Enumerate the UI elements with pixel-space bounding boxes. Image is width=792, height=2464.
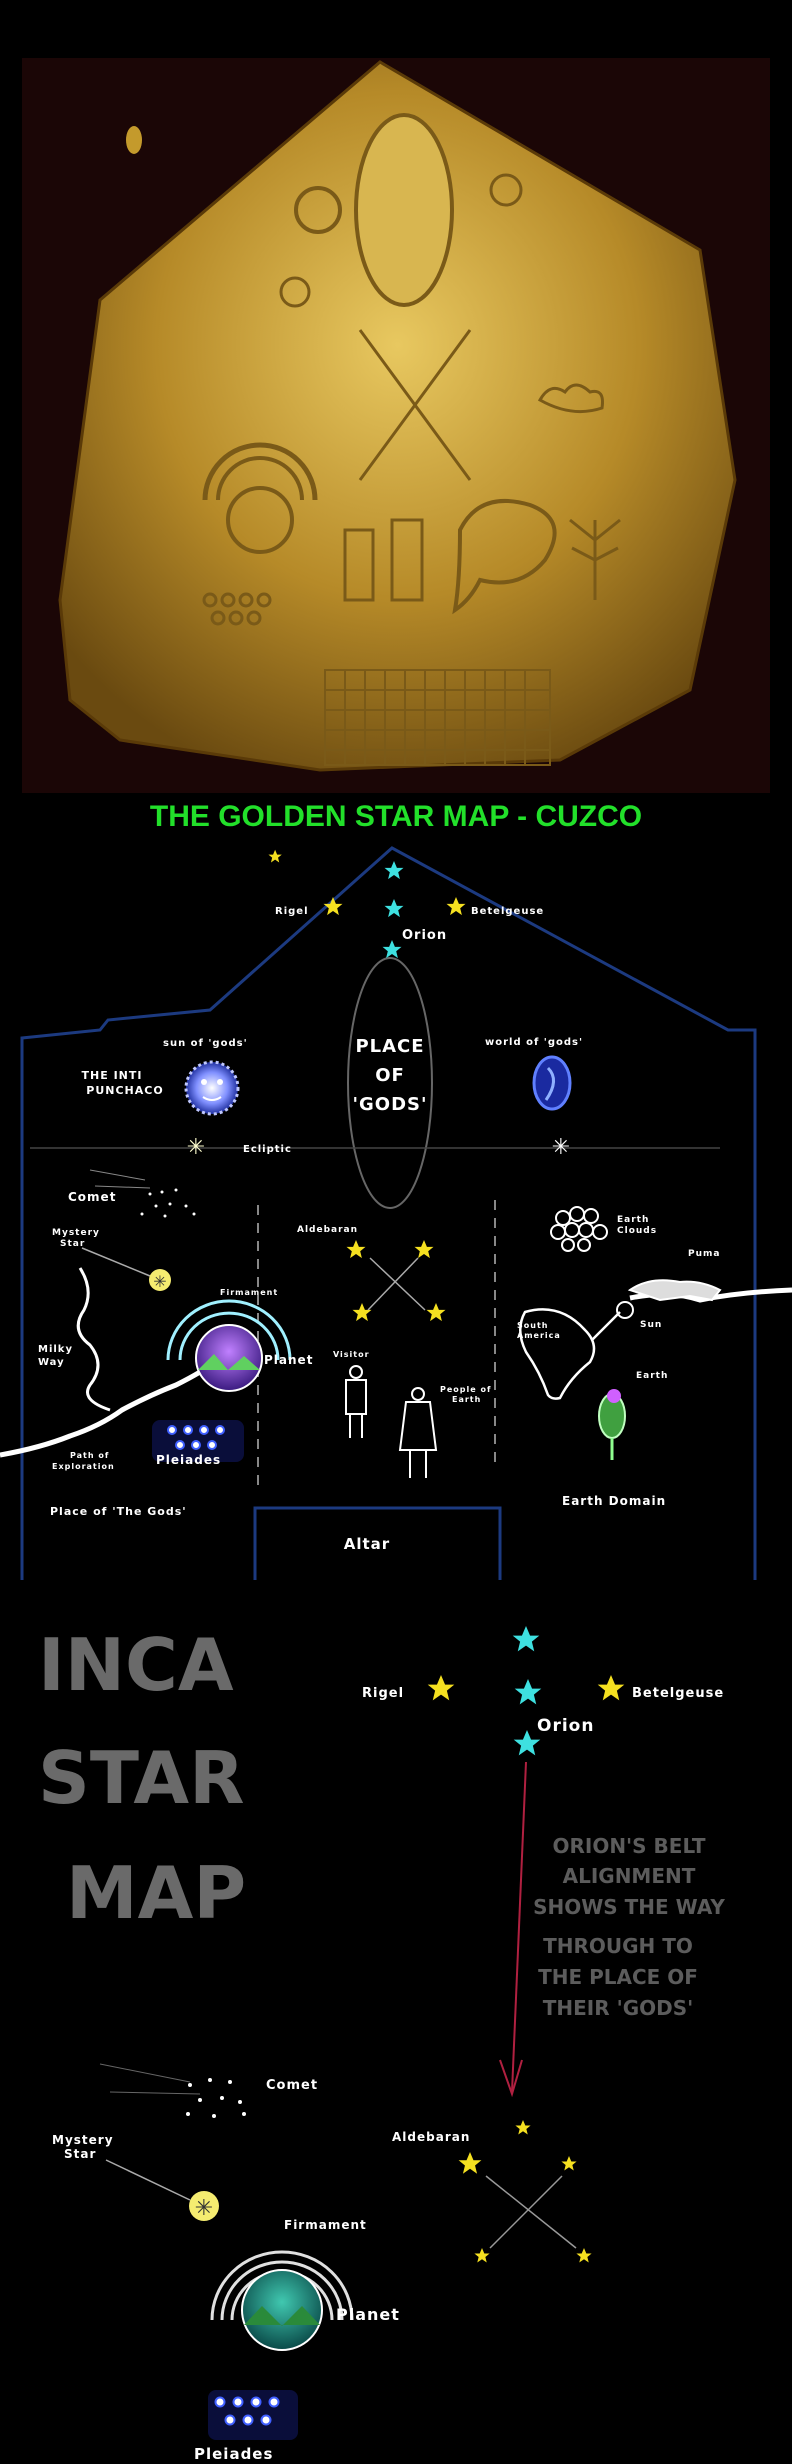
label-place-1: PLACE	[355, 1036, 424, 1057]
label-betelgeuse-large: Betelgeuse	[632, 1686, 724, 1701]
rigel-star	[323, 897, 343, 916]
sparkle-star-icon: ✳	[552, 1135, 570, 1160]
path-of-exploration-line	[0, 1369, 202, 1458]
alignment-arrow	[499, 1761, 527, 2098]
label-firmament-large: Firmament	[284, 2218, 367, 2232]
golden-map-title: THE GOLDEN STAR MAP - CUZCO	[150, 800, 642, 833]
label-earth-domain: Earth Domain	[562, 1494, 666, 1508]
heading-line-map: MAP	[66, 1851, 246, 1935]
planet-icon	[195, 1324, 263, 1392]
label-comet: Comet	[68, 1190, 116, 1204]
label-mystery-1: Mystery	[52, 1228, 100, 1238]
orion-constellation-large	[427, 1626, 625, 1756]
label-sun-of-gods: sun of 'gods'	[163, 1038, 248, 1049]
sun-dot-icon	[616, 1301, 634, 1319]
label-south-america-2: America	[517, 1331, 561, 1340]
label-orion: Orion	[402, 928, 447, 943]
sparkle-star-icon: ✳	[153, 1272, 166, 1291]
sparkle-star-icon: ✳	[187, 1135, 205, 1160]
label-rigel-large: Rigel	[362, 1686, 404, 1701]
note-line: ORION'S BELT	[552, 1834, 705, 1858]
label-world-of-gods: world of 'gods'	[485, 1037, 583, 1048]
firmament-icon	[166, 1299, 292, 1361]
note-line: THROUGH TO	[543, 1934, 693, 1958]
label-inti-2: PUNCHACO	[86, 1084, 163, 1097]
label-path-2: Exploration	[52, 1462, 115, 1471]
orion-star	[384, 899, 404, 918]
label-firmament: Firmament	[220, 1288, 278, 1297]
label-path-1: Path of	[70, 1451, 109, 1460]
milky-way-icon	[76, 1267, 111, 1412]
alignment-note: ORION'S BELT ALIGNMENT SHOWS THE WAY THR…	[533, 1834, 725, 2020]
label-place-2: OF	[375, 1065, 405, 1086]
orion-star	[384, 861, 404, 880]
hyades-stars-large	[458, 2120, 592, 2263]
label-pleiades-large: Pleiades	[194, 2445, 273, 2463]
label-comet-large: Comet	[266, 2078, 318, 2093]
pleiades-icon-large	[208, 2390, 298, 2440]
label-pleiades: Pleiades	[156, 1453, 221, 1467]
label-aldebaran: Aldebaran	[297, 1225, 358, 1235]
planet-icon-large	[241, 2269, 323, 2351]
labelled-diagram	[20, 846, 757, 1580]
label-sun: Sun	[640, 1320, 662, 1330]
pleiades-icon	[152, 1420, 244, 1462]
hyades-stars	[346, 1240, 446, 1322]
label-ecliptic: Ecliptic	[243, 1144, 292, 1155]
label-planet: Planet	[264, 1353, 313, 1367]
label-planet-large: Planet	[336, 2305, 400, 2324]
label-earth-clouds-1: Earth	[617, 1215, 649, 1225]
mystery-star-icon-large	[189, 2191, 219, 2221]
label-south-america-1: South	[517, 1321, 548, 1330]
gold-plate-photo	[22, 58, 770, 793]
label-betelgeuse: Betelgeuse	[471, 906, 544, 917]
world-of-gods-icon	[532, 1055, 572, 1111]
label-people-1: People of	[440, 1385, 491, 1394]
label-earth: Earth	[636, 1371, 668, 1381]
label-people-2: Earth	[452, 1395, 481, 1404]
label-milky-2: Way	[38, 1357, 65, 1368]
label-mystery-large-2: Star	[64, 2147, 96, 2161]
label-altar: Altar	[344, 1535, 390, 1553]
heading-line-star: STAR	[38, 1736, 245, 1820]
label-aldebaran-large: Aldebaran	[392, 2130, 470, 2144]
aldebaran-star	[268, 849, 282, 863]
note-line: THEIR 'GODS'	[543, 1996, 694, 2020]
puma-icon	[627, 1279, 722, 1302]
sun-face-icon	[184, 1060, 240, 1116]
orion-star	[382, 940, 402, 959]
label-place-3: 'GODS'	[352, 1094, 427, 1115]
people-figure-icon	[398, 1387, 438, 1478]
betelgeuse-star	[446, 897, 466, 916]
earth-plant-icon	[598, 1389, 626, 1460]
comet-icon	[89, 1169, 196, 1218]
earth-clouds-icon	[550, 1206, 608, 1252]
note-line: SHOWS THE WAY	[533, 1895, 725, 1919]
label-puma: Puma	[688, 1249, 720, 1259]
label-place-of-gods: Place of 'The Gods'	[50, 1505, 187, 1518]
south-america-icon	[519, 1308, 621, 1400]
label-visitor: Visitor	[333, 1350, 370, 1359]
note-line: ALIGNMENT	[563, 1864, 696, 1888]
label-mystery-large-1: Mystery	[52, 2133, 114, 2147]
label-rigel: Rigel	[275, 906, 309, 917]
mystery-star-icon	[149, 1269, 171, 1291]
visitor-figure-icon	[345, 1365, 367, 1438]
inca-star-map-heading: INCA STAR MAP	[38, 1623, 246, 1935]
sparkle-star-icon: ✳	[195, 2196, 213, 2221]
note-line: THE PLACE OF	[538, 1965, 698, 1989]
label-milky-1: Milky	[38, 1344, 73, 1355]
label-orion-large: Orion	[537, 1716, 594, 1736]
label-mystery-2: Star	[60, 1239, 85, 1249]
label-inti-1: THE INTI	[82, 1069, 143, 1082]
heading-line-inca: INCA	[38, 1623, 234, 1707]
comet-icon-large	[99, 2063, 246, 2118]
label-earth-clouds-2: Clouds	[617, 1226, 657, 1236]
